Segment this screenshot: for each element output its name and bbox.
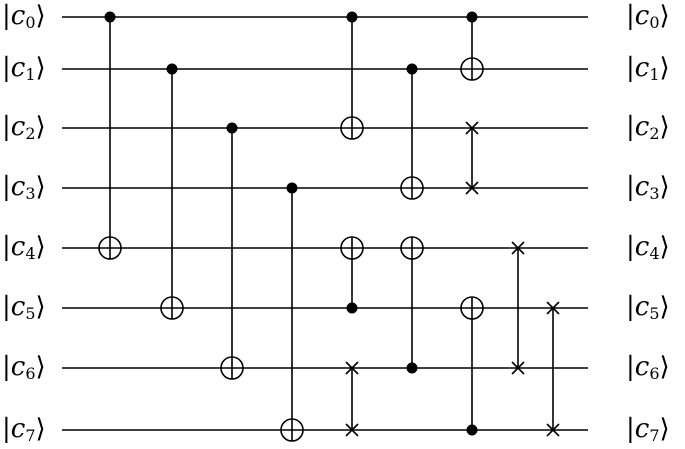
- input-labels: |c0⟩ |c1⟩ |c2⟩ |c3⟩ |c4⟩ |c5⟩ |c6⟩ |c7⟩: [2, 1, 46, 445]
- input-ket-label-0: |c0⟩: [2, 1, 46, 32]
- input-ket-label-2: |c2⟩: [2, 112, 46, 143]
- swap-cross-b: [511, 361, 525, 375]
- output-ket-label-5: |c5⟩: [626, 292, 670, 323]
- cnot-control-dot: [406, 362, 418, 374]
- output-ket-label-4: |c4⟩: [626, 232, 670, 263]
- input-ket-label-4: |c4⟩: [2, 232, 46, 263]
- cnot-control-dot: [286, 182, 298, 194]
- cnot-control-dot: [104, 11, 116, 23]
- cnot-control-dot: [226, 122, 238, 134]
- output-ket-label-6: |c6⟩: [626, 352, 670, 383]
- input-ket-label-5: |c5⟩: [2, 292, 46, 323]
- cnot-control-dot: [166, 63, 178, 75]
- swap-cross-b: [511, 241, 525, 255]
- swap-cross-b: [345, 361, 359, 375]
- swap-cross-b: [546, 301, 560, 315]
- input-ket-label-1: |c1⟩: [2, 53, 46, 84]
- gate-layer: [98, 11, 560, 442]
- swap-cross-b: [345, 423, 359, 437]
- output-ket-label-2: |c2⟩: [626, 112, 670, 143]
- cnot-control-dot: [406, 63, 418, 75]
- output-ket-label-1: |c1⟩: [626, 53, 670, 84]
- swap-cross-b: [546, 423, 560, 437]
- cnot-control-dot: [466, 424, 478, 436]
- swap-cross-b: [465, 121, 479, 135]
- cnot-control-dot: [346, 302, 358, 314]
- swap-cross-b: [465, 181, 479, 195]
- cnot-control-dot: [346, 11, 358, 23]
- output-ket-label-7: |c7⟩: [626, 414, 670, 445]
- qubit-wires: [62, 16, 588, 431]
- cnot-control-dot: [466, 11, 478, 23]
- output-labels: |c0⟩ |c1⟩ |c2⟩ |c3⟩ |c4⟩ |c5⟩ |c6⟩ |c7⟩: [626, 1, 670, 445]
- input-ket-label-6: |c6⟩: [2, 352, 46, 383]
- output-ket-label-3: |c3⟩: [626, 172, 670, 203]
- output-ket-label-0: |c0⟩: [626, 1, 670, 32]
- input-ket-label-7: |c7⟩: [2, 414, 46, 445]
- input-ket-label-3: |c3⟩: [2, 172, 46, 203]
